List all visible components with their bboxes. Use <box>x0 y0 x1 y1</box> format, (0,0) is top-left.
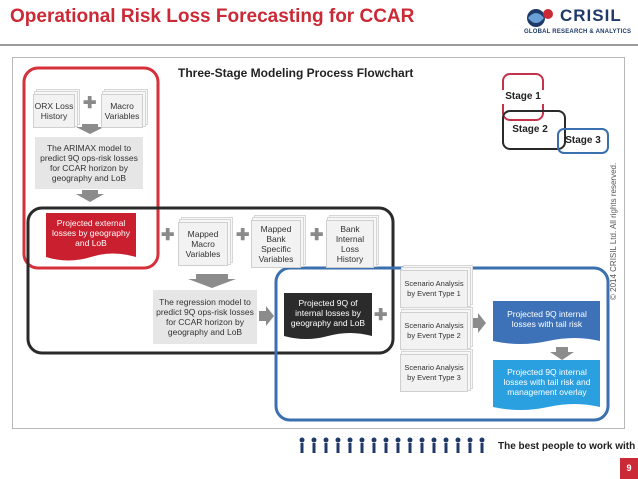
scenario-type1-box: Scenario Analysis by Event Type 1 <box>400 270 468 308</box>
tail-risk-losses: Projected 9Q internal losses with tail r… <box>497 303 597 335</box>
regression-model-box: The regression model to predict 9Q ops-r… <box>153 290 257 344</box>
stage3-legend-outline <box>557 128 609 154</box>
stage2-group-outline <box>26 206 395 355</box>
bank-internal-box: Bank Internal Loss History <box>326 220 374 268</box>
crisil-emblem-icon <box>527 9 553 27</box>
projected-external-doc-shape <box>46 213 136 261</box>
scenario-type3-label: Scenario Analysis by Event Type 3 <box>404 363 464 382</box>
stage2-label: Stage 2 <box>507 123 553 137</box>
arrow-down-2 <box>76 190 104 202</box>
orx-loss-history-label: ORX Loss History <box>34 101 74 121</box>
footer-tagline: The best people to work with <box>498 441 636 452</box>
stage1-label: Stage 1 <box>500 90 546 104</box>
arimax-model-box: The ARIMAX model to predict 9Q ops-risk … <box>35 137 143 189</box>
macro-variables-label: Macro Variables <box>104 101 140 121</box>
regression-model-label: The regression model to predict 9Q ops-r… <box>156 297 254 337</box>
tail-risk-label: Projected 9Q internal losses with tail r… <box>507 309 587 329</box>
stage3-label: Stage 3 <box>565 135 601 146</box>
plus-icon: ✚ <box>161 227 175 244</box>
orx-loss-history-box: ORX Loss History <box>33 94 75 128</box>
header-divider <box>0 44 638 46</box>
plus-icon: ✚ <box>83 95 97 112</box>
people-figures-icon <box>299 437 485 453</box>
stage1-group-outline <box>22 66 160 270</box>
copyright-text: © 2014 CRISIL Ltd. All rights reserved. <box>609 162 618 300</box>
tail-risk-doc-shape <box>493 301 600 344</box>
bank-internal-label: Bank Internal Loss History <box>335 224 365 264</box>
projected-internal-label: Projected 9Q of internal losses by geogr… <box>290 298 366 328</box>
mapped-bank-box: Mapped Bank Specific Variables <box>251 220 301 268</box>
logo-name: CRISIL <box>560 6 622 25</box>
stage3-group-outline <box>274 266 610 422</box>
arrow-down-3 <box>188 274 236 288</box>
arrow-down-4 <box>550 347 574 360</box>
slide-title: Operational Risk Loss Forecasting for CC… <box>10 6 415 27</box>
projected-internal-losses: Projected 9Q of internal losses by geogr… <box>286 295 370 331</box>
arrow-right-1 <box>259 306 274 326</box>
mgmt-overlay-label: Projected 9Q internal losses with tail r… <box>503 367 591 397</box>
scenario-type3-box: Scenario Analysis by Event Type 3 <box>400 354 468 392</box>
projected-external-losses: Projected external losses by geography a… <box>48 215 134 251</box>
mgmt-overlay-losses: Projected 9Q internal losses with tail r… <box>497 362 597 402</box>
macro-variables-box: Macro Variables <box>101 94 143 128</box>
mapped-macro-label: Mapped Macro Variables <box>185 229 221 259</box>
page-number: 9 <box>620 458 638 479</box>
projected-external-label: Projected external losses by geography a… <box>52 218 130 248</box>
plus-icon: ✚ <box>374 307 388 324</box>
arimax-model-label: The ARIMAX model to predict 9Q ops-risk … <box>40 143 138 183</box>
plus-icon: ✚ <box>310 227 324 244</box>
plus-icon: ✚ <box>236 227 250 244</box>
arrow-right-2 <box>471 313 486 333</box>
arrow-down-1 <box>76 124 104 134</box>
flowchart-title: Three-Stage Modeling Process Flowchart <box>178 66 414 80</box>
projected-internal-doc-shape <box>284 293 372 339</box>
mgmt-overlay-doc-shape <box>493 360 600 410</box>
mapped-macro-box: Mapped Macro Variables <box>178 222 228 266</box>
crisil-logo <box>518 4 630 38</box>
logo-subtitle: GLOBAL RESEARCH & ANALYTICS <box>524 29 632 35</box>
scenario-type2-box: Scenario Analysis by Event Type 2 <box>400 312 468 350</box>
mapped-bank-label: Mapped Bank Specific Variables <box>258 224 294 264</box>
scenario-type2-label: Scenario Analysis by Event Type 2 <box>404 321 464 340</box>
scenario-type1-label: Scenario Analysis by Event Type 1 <box>404 279 464 298</box>
